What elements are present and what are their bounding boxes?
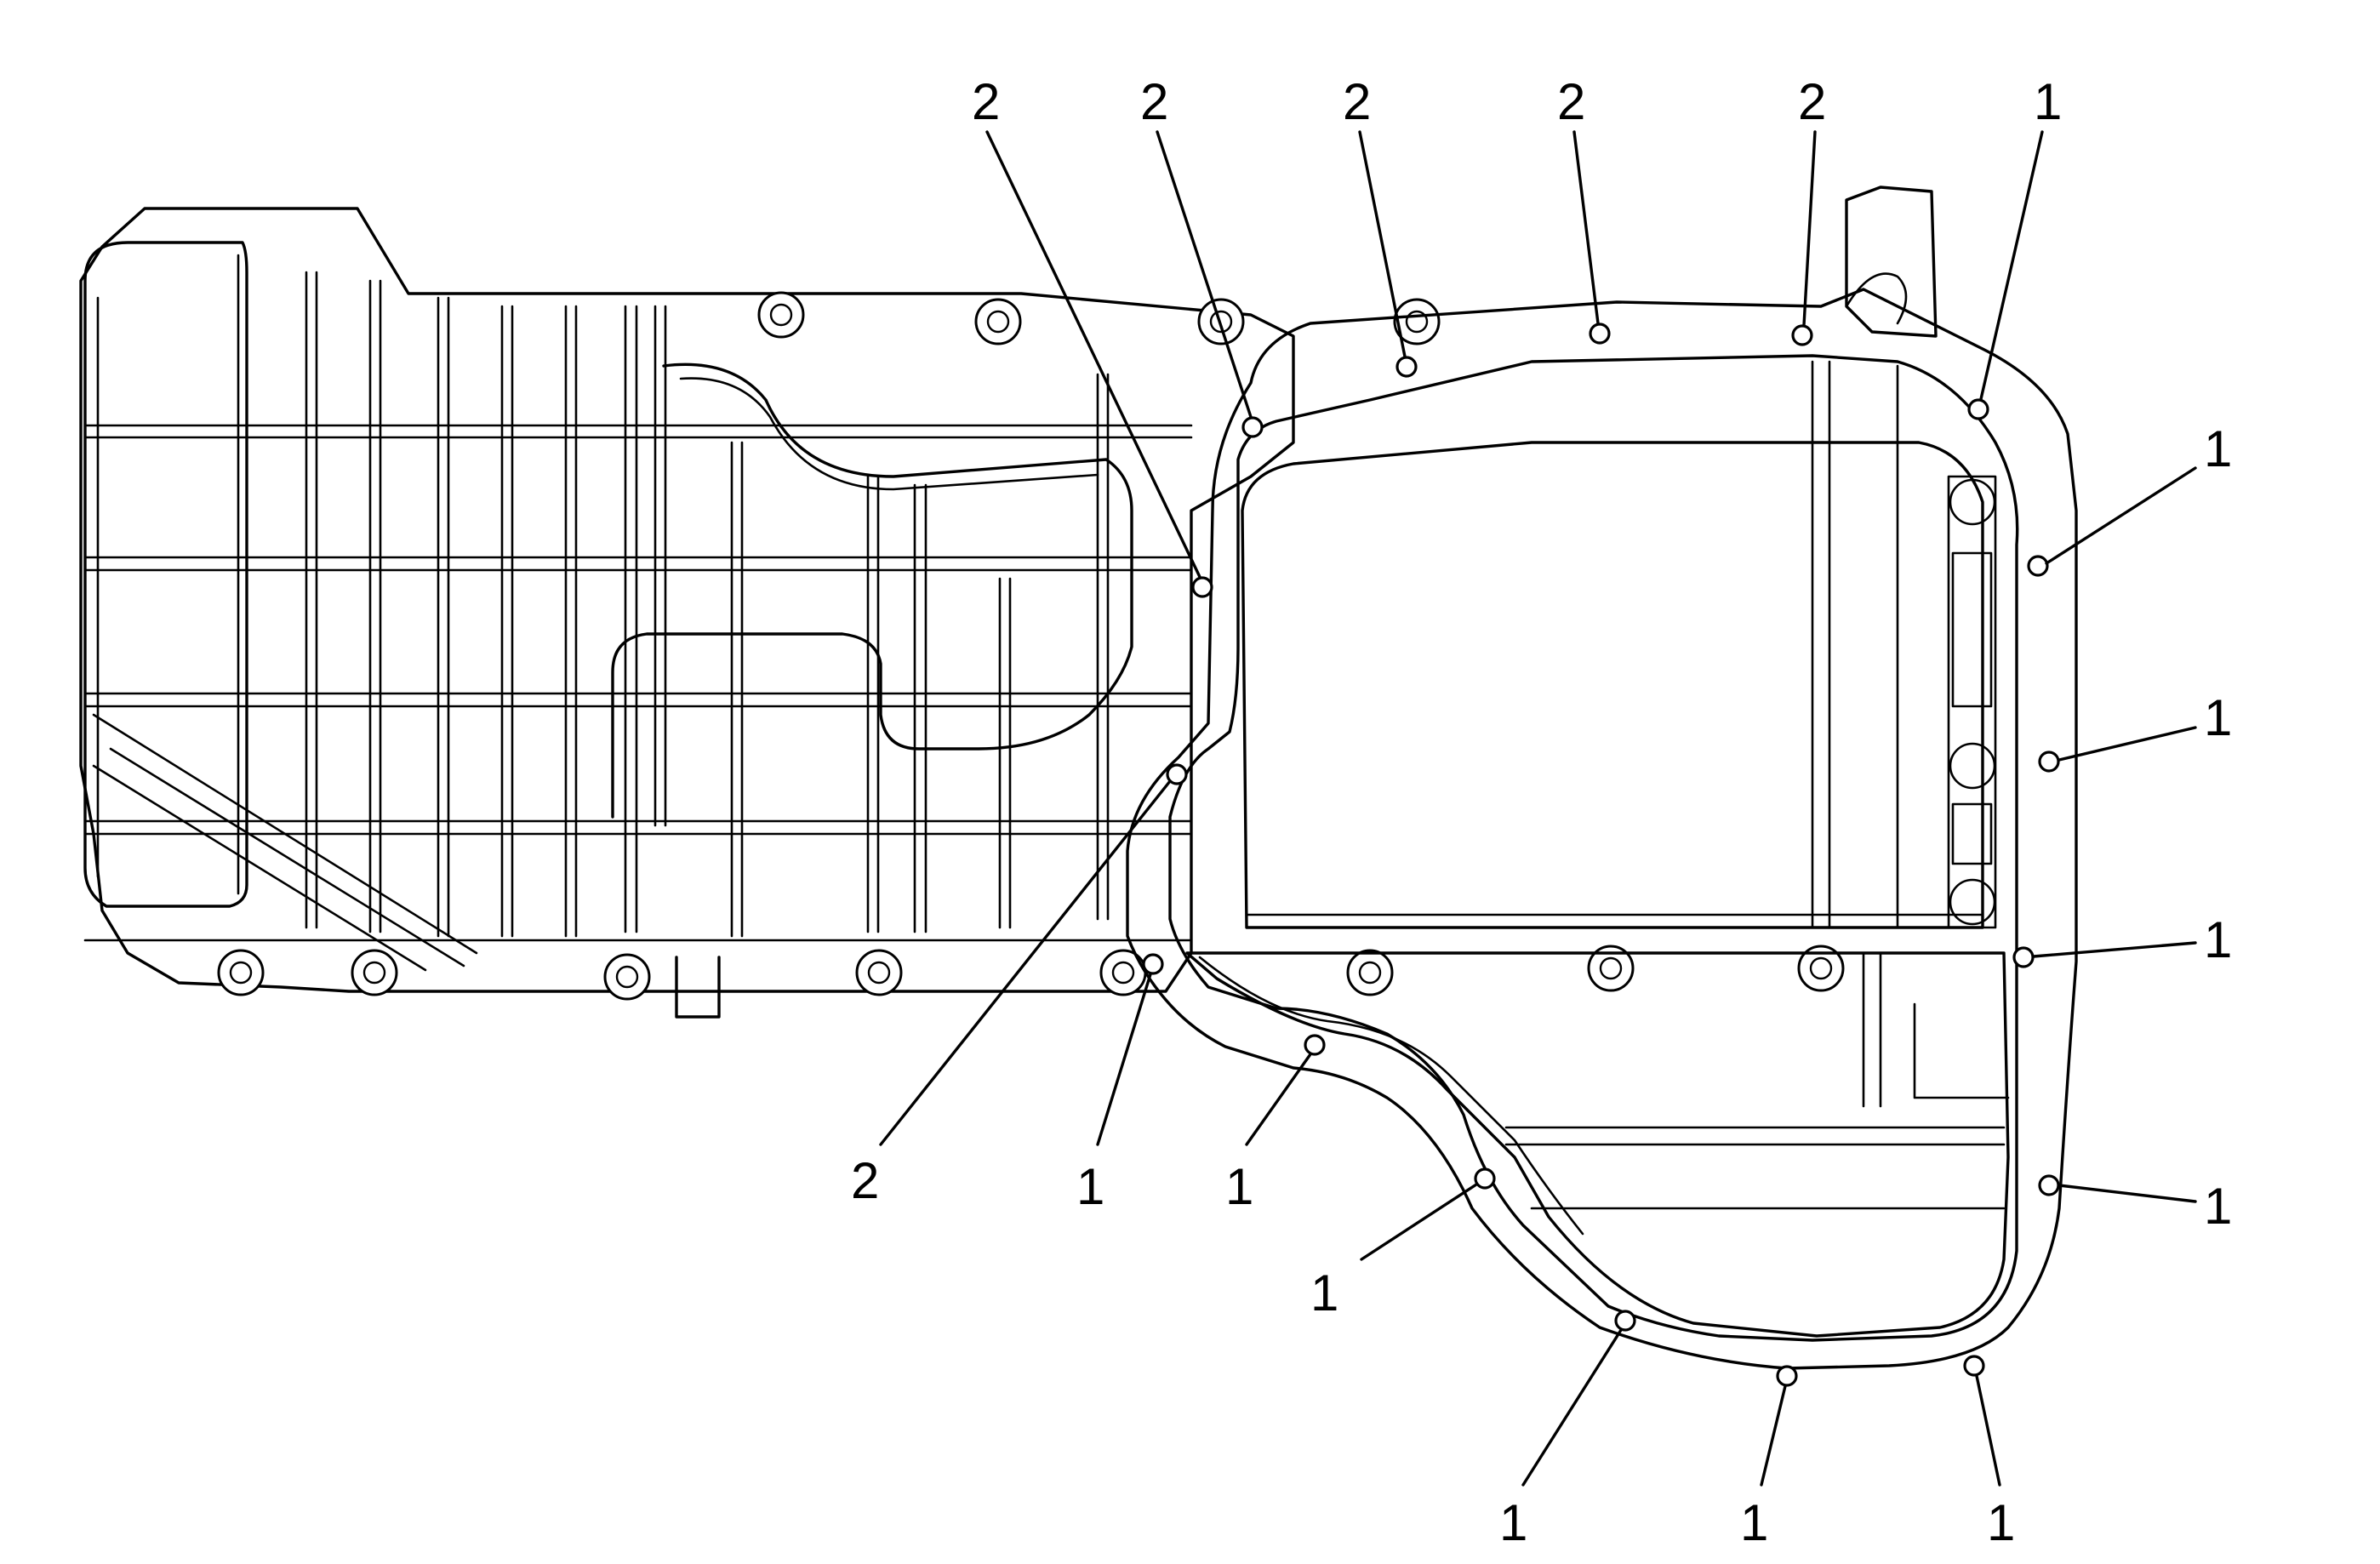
callout-label: 1	[2034, 73, 2062, 130]
housing-left	[83, 241, 248, 908]
engine-block-outline	[79, 207, 1295, 993]
bolt-hole	[2012, 946, 2035, 968]
leader-line	[1156, 130, 1253, 419]
callout-label: 1	[1987, 1494, 2015, 1551]
block-ribs-vertical	[305, 271, 1110, 938]
leader-line	[2032, 941, 2197, 958]
callout-label: 1	[1310, 1264, 1338, 1321]
bolt-hole	[1395, 356, 1418, 378]
bolt-hole	[2027, 555, 2049, 577]
bolt-hole	[1589, 323, 1611, 345]
leader-line	[1245, 1053, 1312, 1146]
oil-pan-inner-edge	[1168, 354, 2019, 1342]
bolt-hole	[1776, 1365, 1798, 1387]
oil-pan-corner-bracket-inner	[1845, 272, 1908, 325]
oil-pickup-tube-inner	[679, 377, 1099, 491]
bolt-icon	[1797, 945, 1845, 992]
leader-line	[1572, 130, 1600, 325]
leader-line	[879, 779, 1172, 1146]
leader-line	[1096, 973, 1152, 1146]
bolt-icon	[217, 949, 265, 996]
leader-lines	[879, 130, 2197, 1487]
leader-line	[2058, 726, 2197, 762]
block-bolts	[217, 291, 1845, 1001]
bolt-hole	[1241, 416, 1264, 438]
oil-pickup-tube	[611, 362, 1133, 819]
bolt-hole	[1191, 576, 1213, 598]
callout-label: 1	[2204, 689, 2232, 746]
oil-pan-sump	[1185, 951, 2010, 1338]
bolt-hole	[1967, 398, 1989, 420]
bolt-icon	[757, 291, 805, 339]
oil-pan	[1126, 186, 2078, 1370]
bolt-hole	[1963, 1355, 1985, 1377]
callout-label: 1	[1225, 1158, 1253, 1215]
bolt-icon	[1346, 949, 1394, 996]
bolt-hole	[1142, 953, 1164, 975]
block-ribs-horizontal	[83, 424, 1193, 942]
bolt-icon	[855, 949, 903, 996]
oil-pan-side-pockets	[1947, 475, 1997, 929]
bolt-hole	[1304, 1034, 1326, 1056]
bolt-hole	[1166, 763, 1188, 785]
leader-line	[1802, 130, 1817, 327]
callout-label: 2	[1557, 73, 1585, 130]
diagonal-brace	[92, 713, 478, 972]
callout-label: 1	[2204, 911, 2232, 968]
callout-label: 2	[1140, 73, 1168, 130]
callout-label: 2	[972, 73, 1000, 130]
bolt-hole	[2038, 1174, 2060, 1196]
bolt-icon	[974, 298, 1022, 345]
engine-block	[79, 207, 1845, 1019]
callout-label: 1	[2204, 1178, 2232, 1235]
callout-label: 2	[851, 1152, 879, 1209]
oil-pan-bolt-holes	[1142, 323, 2060, 1387]
leader-line	[2045, 466, 2197, 565]
leader-line	[1358, 130, 1407, 358]
callout-labels: 2 2 2 2 2 1 1 1 1 1 1 1 1 1 1 1 2	[851, 73, 2232, 1551]
bolt-icon	[1393, 298, 1441, 345]
bolt-hole	[1474, 1167, 1496, 1190]
leader-line	[1975, 1374, 2001, 1487]
callout-label: 1	[2204, 420, 2232, 477]
drain-plug	[675, 956, 721, 1019]
oil-pan-floor-line	[1245, 360, 1984, 929]
oil-pan-floor	[1241, 441, 1984, 929]
callout-label: 2	[1798, 73, 1826, 130]
oil-pan-outer-flange	[1126, 288, 2078, 1370]
bolt-icon	[603, 953, 651, 1001]
leader-line	[1360, 1183, 1478, 1261]
oil-pan-sump-inner	[1198, 956, 2006, 1236]
leader-line	[2058, 1184, 2197, 1203]
leader-line	[1979, 130, 2044, 401]
bolt-hole	[1614, 1310, 1636, 1332]
callout-label: 1	[1499, 1494, 1527, 1551]
callout-label: 1	[1740, 1494, 1768, 1551]
callout-label: 2	[1343, 73, 1371, 130]
bolt-icon	[351, 949, 398, 996]
bolt-icon	[1587, 945, 1635, 992]
housing-left-inner	[96, 254, 240, 895]
oil-pan-corner-bracket	[1845, 186, 1938, 338]
leader-line	[985, 130, 1201, 579]
leader-line	[1521, 1328, 1623, 1487]
bolt-hole	[1791, 324, 1813, 346]
callout-label: 1	[1076, 1158, 1104, 1215]
oil-pan-baffle	[1862, 951, 2010, 1108]
bolt-hole	[2038, 751, 2060, 773]
bolt-icon	[1099, 949, 1147, 996]
leader-line	[1760, 1384, 1787, 1487]
